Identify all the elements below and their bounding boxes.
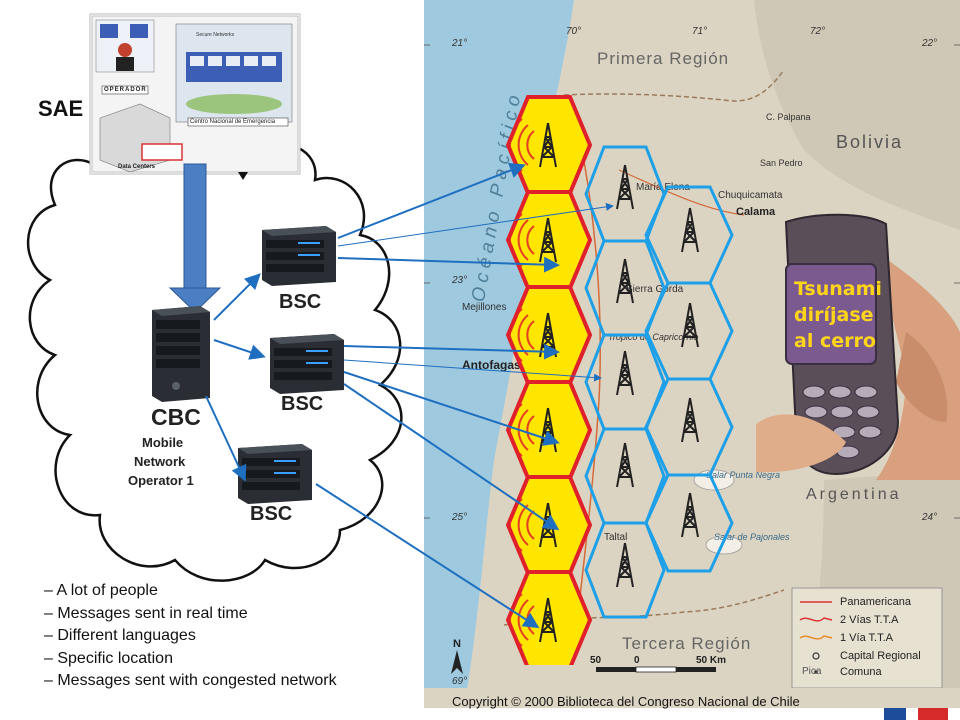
cell-outline-b4 <box>644 473 734 573</box>
bsc-server-1 <box>262 226 336 286</box>
map-lat-24: 24° <box>922 512 938 523</box>
map-town-palpana: C. Palpana <box>766 112 811 122</box>
sae-data-centers-label: Data Centers <box>118 164 156 170</box>
map-lat-25: 25° <box>452 512 468 523</box>
map-copyright: Copyright © 2000 Biblioteca del Congreso… <box>452 694 800 709</box>
map-scale-50-left: 50 <box>590 655 602 666</box>
map-lon-69: 69° <box>452 676 468 687</box>
cbc-server <box>152 306 210 402</box>
map-region-north: Primera Región <box>597 49 730 68</box>
sae-operator-label: OPERADOR <box>104 87 147 93</box>
map-tropic-label: Trópico de Capricornio <box>608 332 699 342</box>
sae-center-label: Centro Nacional de Emergencia <box>190 119 276 125</box>
operator-label-line-1: Mobile <box>142 435 184 450</box>
operator-label-line-2: Network <box>134 454 186 469</box>
map-town-antofagasta: Antofagasta <box>462 358 532 372</box>
bsc-label-1: BSC <box>279 291 322 313</box>
map-lat-22: 22° <box>922 38 938 49</box>
map-town-chuquicamata: Chuquicamata <box>718 190 783 201</box>
map-lon-72: 72° <box>810 26 826 37</box>
list-item: – Messages sent in real time <box>44 604 248 622</box>
coverage-cell-6 <box>505 570 593 665</box>
corner-accent-red <box>918 708 948 720</box>
sae-title: SAE <box>38 96 84 121</box>
map-lat-23: 23° <box>452 275 468 286</box>
list-item: – Specific location <box>44 649 173 667</box>
phone-message-line-1: Tsunami <box>794 278 882 300</box>
map-region-south: Tercera Región <box>622 634 752 653</box>
cbc-label: CBC <box>151 404 201 430</box>
legend-item-capital: Capital Regional <box>840 650 921 662</box>
legend-pica: Pica <box>802 666 822 677</box>
map-lon-71: 71° <box>692 26 708 37</box>
list-item: – A lot of people <box>44 582 158 599</box>
operator-label-line-3: Operator 1 <box>128 473 194 488</box>
phone-message-line-3: al cerro <box>794 330 876 352</box>
map-town-calama: Calama <box>736 206 776 218</box>
map-town-san-pedro: San Pedro <box>760 158 803 168</box>
map-town-sierra-gorda: Sierra Gorda <box>626 284 684 295</box>
map-country-argentina: Argentina <box>806 486 902 503</box>
map-north-label: N <box>453 638 461 650</box>
legend-item-2-vias: 2 Vías T.T.A <box>840 614 899 626</box>
corner-accent-blue <box>884 708 906 720</box>
legend-item-1-via: 1 Vía T.T.A <box>840 632 893 644</box>
map-salar-pajonales: Salar de Pajonales <box>714 532 790 542</box>
bsc-server-3 <box>238 444 312 504</box>
map-lat-21: 21° <box>452 38 468 49</box>
legend-item-comuna: Comuna <box>840 666 882 678</box>
phone-message-line-2: diríjase <box>794 304 874 326</box>
map-salar-punta-negra: Salar Punta Negra <box>706 470 781 480</box>
requirements-list: – A lot of people – Messages sent in rea… <box>44 580 337 693</box>
bsc-server-2 <box>270 334 344 394</box>
cell-grid <box>505 95 734 665</box>
mobile-phone <box>756 213 960 480</box>
map-lon-70: 70° <box>566 26 582 37</box>
map-town-taltal: Taltal <box>604 532 628 543</box>
legend-item-panamericana: Panamericana <box>840 596 911 608</box>
list-item: – Messages sent with congested network <box>44 672 337 689</box>
map-scale-0: 0 <box>634 655 640 666</box>
map-country-bolivia: Bolivia <box>836 132 904 152</box>
bsc-label-2: BSC <box>281 393 324 415</box>
bsc-label-3: BSC <box>250 503 293 525</box>
phone-alert-message: Tsunami diríjase al cerro <box>794 276 882 354</box>
sae-secure-network-label: Secure Networks <box>196 32 235 38</box>
list-item: – Different languages <box>44 627 196 644</box>
map-scale-50-right: 50 Km <box>696 655 727 666</box>
map-town-mejillones: Mejillones <box>462 302 507 313</box>
